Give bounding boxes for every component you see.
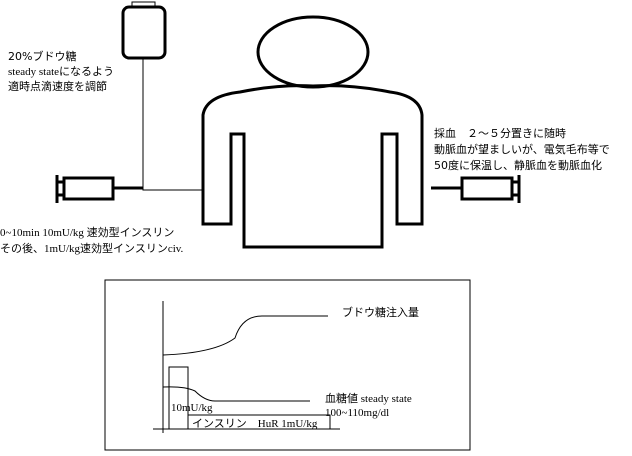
insulin-maintenance-bar: [187, 414, 331, 430]
right-syringe-icon: [431, 175, 521, 203]
insulin-dose-note: 0~10min 10mU/kg 速効型インスリン その後、1mU/kg速効型イン…: [0, 225, 184, 255]
blood-glucose-label: 血糖値 steady state: [325, 391, 412, 405]
left-syringe-icon: [55, 175, 143, 203]
note-line: steady stateになるよう: [8, 65, 114, 78]
blood-glucose-range: 100~110mg/dl: [325, 407, 389, 419]
iv-bag-icon: [121, 1, 203, 191]
note-line: 50度に保温し、静脈血を動脈血化: [434, 158, 602, 172]
glucose-infusion-curve: [162, 315, 328, 356]
glucose-infusion-note: 20%ブドウ糖 steady stateになるよう 適時点滴速度を調節: [8, 49, 114, 93]
blood-sampling-note: 採血 ２～５分置きに随時 動脈血が望ましいが、電気毛布等で 50度に保温し、静脈…: [434, 126, 610, 172]
clamp-graph: ブドウ糖注入量 血糖値 steady state 100~110mg/dl 10…: [104, 279, 471, 451]
graph-frame: [104, 279, 471, 451]
blood-glucose-curve: [162, 386, 310, 402]
insulin-bolus-bar: [168, 366, 189, 430]
glucose-infusion-label: ブドウ糖注入量: [342, 305, 419, 319]
note-line: 採血 ２～５分置きに随時: [434, 126, 566, 140]
bolus-label: 10mU/kg: [171, 402, 213, 414]
note-line: その後、1mU/kg速効型インスリンciv.: [0, 241, 184, 255]
note-line: 適時点滴速度を調節: [8, 79, 107, 93]
note-line: 20%ブドウ糖: [8, 49, 76, 63]
patient-head: [256, 15, 370, 89]
note-line: 0~10min 10mU/kg 速効型インスリン: [0, 225, 174, 239]
insulin-label: インスリン HuR 1mU/kg: [192, 418, 318, 430]
patient-body: [201, 84, 424, 249]
note-line: 動脈血が望ましいが、電気毛布等で: [434, 142, 610, 156]
